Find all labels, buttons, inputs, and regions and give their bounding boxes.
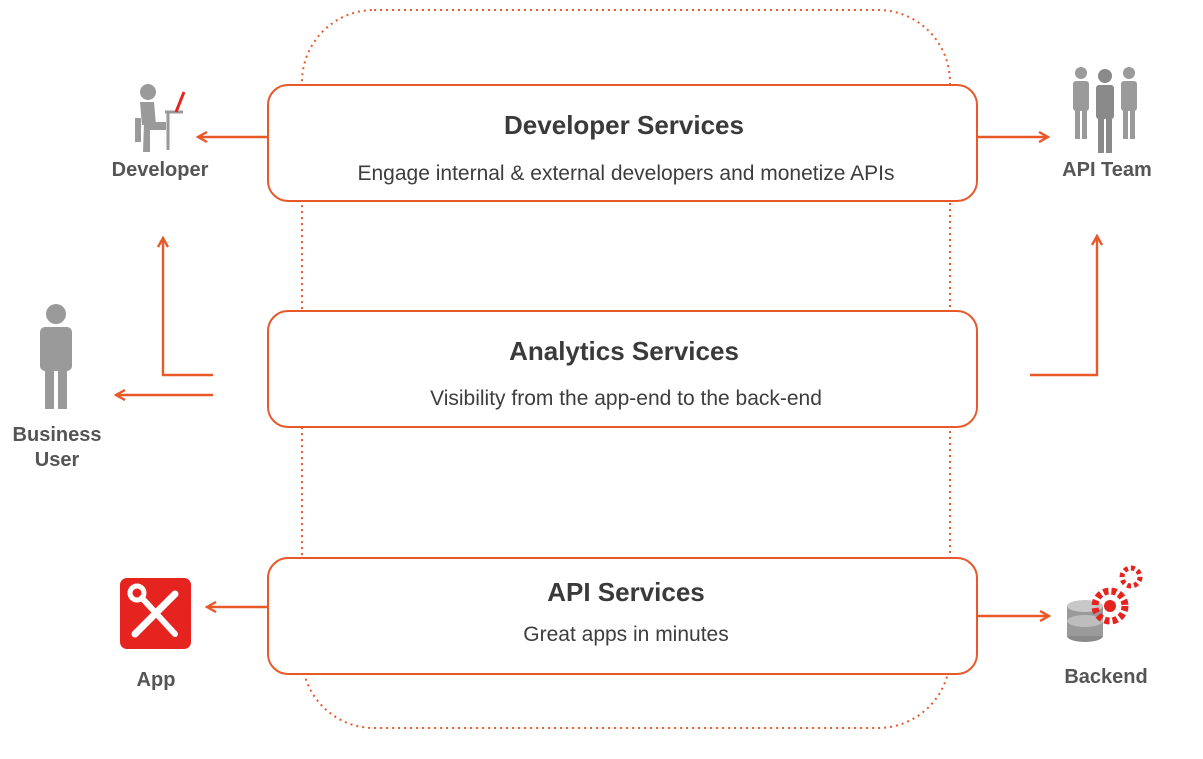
business-user-actor: Business User [13, 304, 102, 471]
app-label: App [137, 669, 176, 691]
platform-dotted-outline [301, 9, 951, 729]
api-services-title: API Services [547, 577, 705, 607]
database-gears-icon [1067, 565, 1143, 642]
arrow-analytics-to-api-team [1030, 236, 1097, 377]
backend-label: Backend [1064, 666, 1147, 688]
developer-actor: Developer [112, 84, 209, 181]
developer-services-box: Developer Services Engage internal & ext… [267, 84, 978, 202]
business-user-label-line2: User [35, 449, 80, 471]
developer-services-subtitle: Engage internal & external developers an… [357, 162, 894, 185]
api-services-box: API Services Great apps in minutes [267, 557, 978, 675]
analytics-services-box: Analytics Services Visibility from the a… [267, 310, 978, 428]
api-services-subtitle: Great apps in minutes [523, 623, 728, 646]
analytics-services-title: Analytics Services [509, 336, 739, 366]
api-team-label: API Team [1062, 159, 1152, 181]
developer-at-laptop-icon [135, 84, 186, 152]
api-team-people-icon [1073, 67, 1137, 153]
backend-actor: Backend [1064, 565, 1148, 688]
developer-label: Developer [112, 159, 209, 181]
developer-services-title: Developer Services [504, 110, 744, 140]
arrow-analytics-to-developer [163, 238, 213, 377]
app-actor: App [120, 578, 191, 691]
business-user-label-line1: Business [13, 424, 102, 446]
person-icon [40, 304, 72, 409]
api-team-actor: API Team [1062, 67, 1152, 181]
analytics-services-subtitle: Visibility from the app-end to the back-… [430, 387, 822, 410]
wrench-screwdriver-icon [120, 578, 191, 649]
arrows [116, 137, 1097, 616]
